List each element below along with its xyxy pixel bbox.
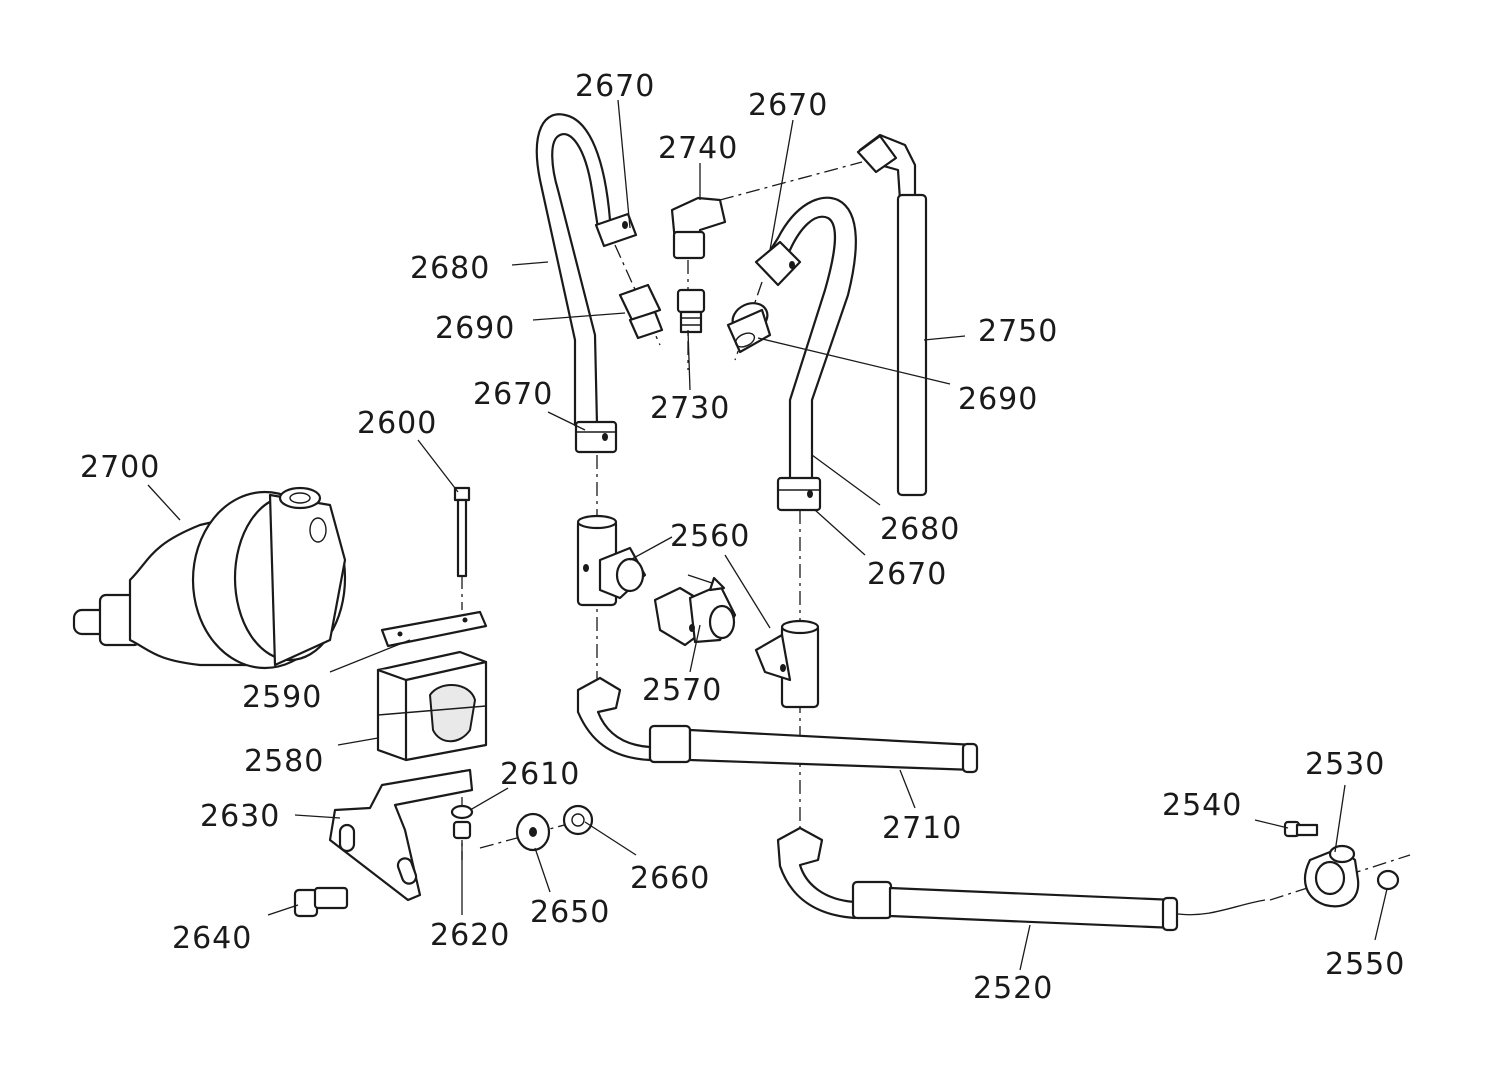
label-2680-left: 2680 [410,251,490,286]
fitting-2690-right [726,302,772,354]
nut-2670-top-right [754,240,802,287]
label-2660: 2660 [630,861,710,896]
label-2550: 2550 [1325,947,1405,982]
nut-2670-bottom-right [776,476,822,512]
hose-2710 [576,676,979,774]
label-2690-left: 2690 [435,311,515,346]
label-2670-mid-right: 2670 [867,557,947,592]
elbow-2740 [670,196,727,260]
label-2560: 2560 [670,519,750,554]
tee-2560-left [576,514,647,607]
label-2670-top-right: 2670 [748,88,828,123]
label-2670-mid-left: 2670 [473,377,553,412]
label-2730: 2730 [650,391,730,426]
nut-2550 [1376,869,1400,891]
washer-2650 [515,812,551,852]
nut-2670-bottom-left [574,420,618,454]
nut-2620 [452,820,472,840]
pump-2700 [72,486,347,670]
label-2690-right: 2690 [958,382,1038,417]
part-labels: 2670 2670 2740 2680 2690 2750 2730 2690 … [80,69,1405,1006]
label-2590: 2590 [242,680,322,715]
bracket-2630 [328,768,474,902]
label-2600: 2600 [357,406,437,441]
bolt-2600 [453,486,471,578]
bolt-2640 [293,886,349,918]
label-2650: 2650 [530,895,610,930]
label-2680-right: 2680 [880,512,960,547]
label-2630: 2630 [200,799,280,834]
washer-2610 [450,804,474,820]
label-2700: 2700 [80,450,160,485]
tube-2680-right [766,196,857,482]
label-2750: 2750 [978,314,1058,349]
label-2670-top-left: 2670 [575,69,655,104]
fitting-2730 [676,288,706,334]
label-2530: 2530 [1305,747,1385,782]
clamp-2530 [1303,844,1360,908]
label-2710: 2710 [882,811,962,846]
fitting-2570 [653,583,737,647]
screw-2540 [1283,820,1319,838]
clamp-block-2580 [376,650,488,762]
label-2570: 2570 [642,673,722,708]
label-2520: 2520 [973,971,1053,1006]
hose-2520 [776,826,1266,932]
label-2640: 2640 [172,921,252,956]
flow-arrow [687,574,726,592]
leader-lines [147,99,1388,971]
tee-2560-right [754,619,820,709]
label-2610: 2610 [500,757,580,792]
label-2540: 2540 [1162,788,1242,823]
label-2620: 2620 [430,918,510,953]
nut-2670-top-left [594,212,638,248]
fitting-2690-left [618,283,664,340]
label-2580: 2580 [244,744,324,779]
nut-2660 [562,804,594,836]
plate-2590 [380,610,488,648]
hose-2750 [856,133,928,497]
label-2740: 2740 [658,131,738,166]
